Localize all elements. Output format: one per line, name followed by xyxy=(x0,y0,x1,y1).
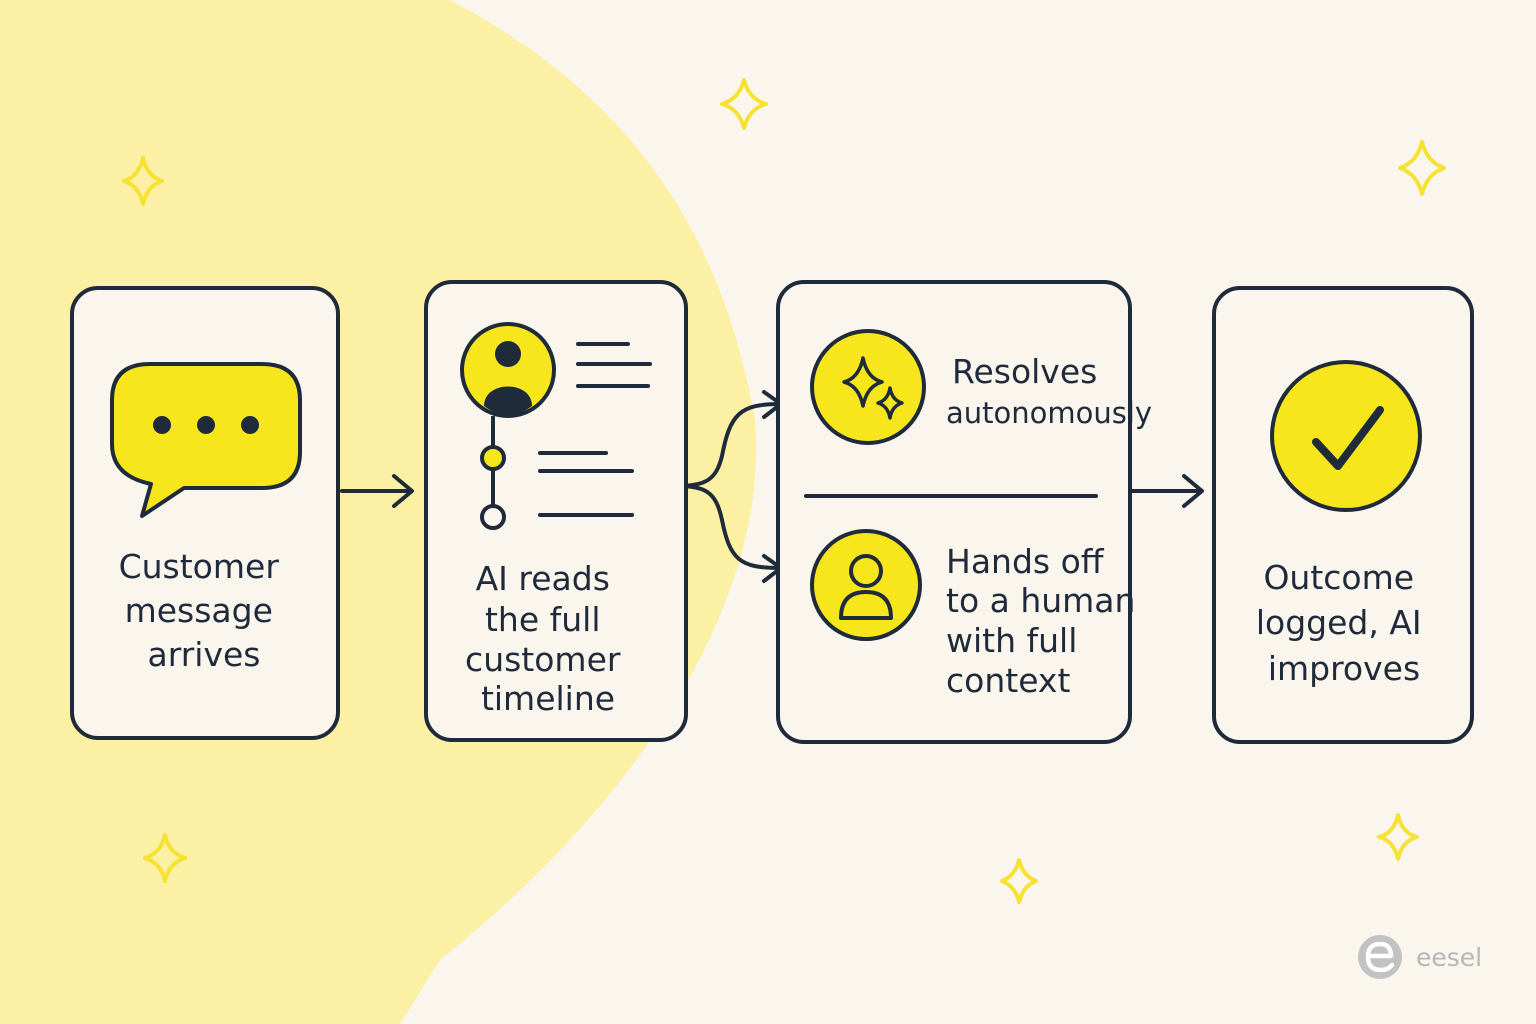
step-card-branch-outcomes: Resolves autonomously Hands off to a hum… xyxy=(776,280,1152,744)
sparkle-icon xyxy=(122,156,164,206)
branch-2-line: to a human xyxy=(946,581,1135,620)
arrowhead-icon xyxy=(1182,474,1204,508)
chat-dot-icon xyxy=(197,416,215,434)
sparkle-icon xyxy=(1377,813,1419,861)
branch-1-line: Resolves xyxy=(952,352,1097,391)
arrowhead-icon xyxy=(392,474,414,508)
branch-1-label: Resolves autonomously xyxy=(946,352,1152,430)
timeline-lines-icon xyxy=(538,451,634,517)
brand-logo-mark xyxy=(1365,941,1395,973)
step-card-outcome-logged: Outcome logged, AI improves xyxy=(1212,286,1474,744)
brand-logo: eesel xyxy=(1358,935,1482,979)
text-lines-icon xyxy=(576,342,652,388)
step-2-line: the full xyxy=(485,600,601,639)
step-4-label: Outcome logged, AI improves xyxy=(1256,558,1432,688)
sparkle-icon xyxy=(720,78,768,130)
branch-2-line: context xyxy=(946,661,1070,700)
background-blob xyxy=(0,0,757,1024)
sparkle-icon-group xyxy=(122,78,1446,904)
step-1-line: arrives xyxy=(148,635,261,674)
step-1-line: message xyxy=(125,591,273,630)
branch-2-line: Hands off xyxy=(946,542,1105,581)
timeline-icon xyxy=(480,416,506,530)
chat-bubble-icon xyxy=(110,362,302,518)
branch-1-line: autonomously xyxy=(946,396,1152,430)
branch-2-label: Hands off to a human with full context xyxy=(946,542,1146,700)
checkmark-icon xyxy=(1270,360,1422,512)
person-icon xyxy=(810,529,922,641)
branch-connector xyxy=(674,402,782,488)
sparkle-icon xyxy=(1398,140,1446,196)
step-2-label: AI reads the full customer timeline xyxy=(465,559,631,718)
step-2-line: timeline xyxy=(481,679,615,718)
step-4-line: improves xyxy=(1268,649,1420,688)
step-1-label: Customer message arrives xyxy=(119,547,290,674)
sparkle-icon xyxy=(143,833,187,883)
chat-dot-icon xyxy=(241,416,259,434)
branch-2-line: with full xyxy=(946,621,1077,660)
sparkles-icon xyxy=(810,329,926,445)
step-4-line: logged, AI xyxy=(1256,603,1422,642)
step-2-line: AI reads xyxy=(476,559,610,598)
step-card-ai-reads: AI reads the full customer timeline xyxy=(424,280,688,742)
branch-connector xyxy=(674,484,782,570)
step-card-customer-message: Customer message arrives xyxy=(70,286,340,740)
brand-name: eesel xyxy=(1416,943,1482,972)
sparkle-icon xyxy=(1000,858,1038,904)
step-4-line: Outcome xyxy=(1263,558,1414,597)
step-1-line: Customer xyxy=(119,547,280,586)
chat-dot-icon xyxy=(153,416,171,434)
avatar-icon xyxy=(460,322,556,418)
step-2-line: customer xyxy=(465,640,621,679)
